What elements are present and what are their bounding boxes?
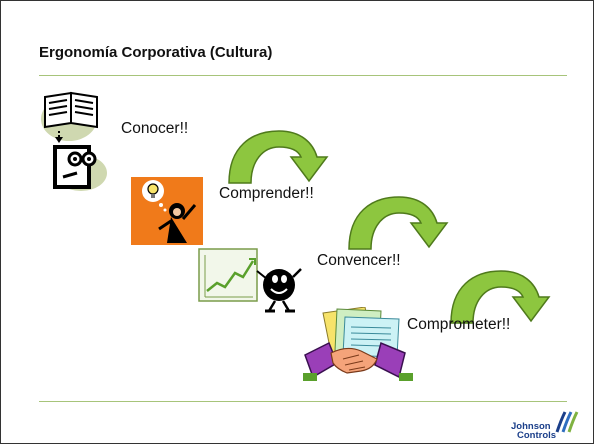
slide-title: Ergonomía Corporativa (Cultura)	[39, 44, 273, 61]
curved-green-arrow-icon	[228, 130, 329, 184]
logo-wordmark-line2: Controls	[517, 430, 557, 441]
logo-wordmark-line1: Johnson	[511, 421, 551, 432]
thinking-woman-lightbulb-icon	[131, 177, 203, 245]
growth-chart-presenter-icon	[198, 248, 302, 313]
logo-mark-icon	[555, 411, 579, 433]
step-label-comprender: Comprender!!	[219, 185, 314, 202]
curved-green-arrow-icon	[348, 196, 449, 250]
step-label-conocer: Conocer!!	[121, 120, 189, 137]
step-label-convencer: Convencer!!	[317, 252, 401, 269]
curved-green-arrow-icon	[450, 270, 551, 324]
company-logo: Johnson Controls	[511, 405, 581, 441]
title-divider	[39, 75, 567, 76]
step-label-comprometer: Comprometer!!	[407, 316, 511, 333]
footer-divider	[39, 401, 567, 402]
book-reading-person-icon	[41, 91, 107, 191]
handshake-contract-icon	[303, 307, 413, 381]
